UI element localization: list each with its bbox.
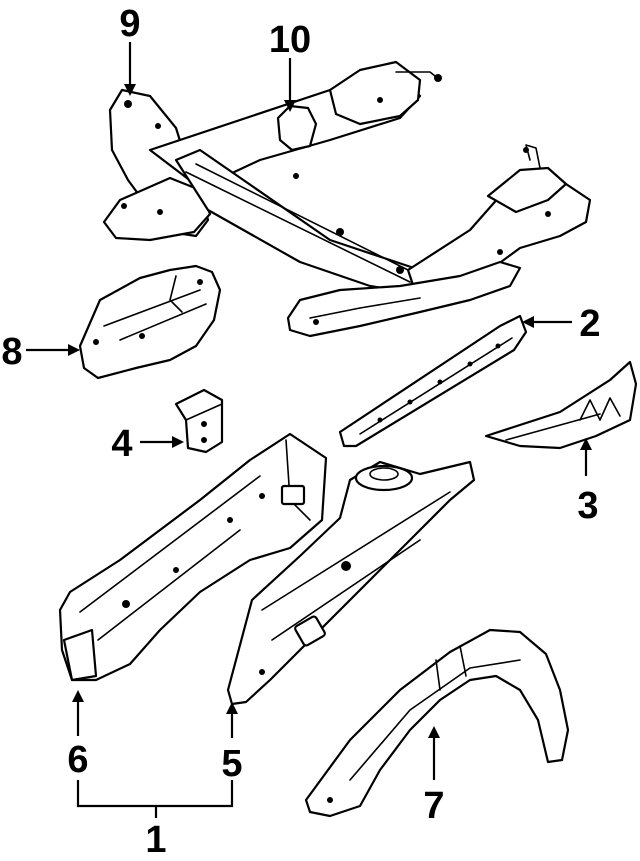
callout-9: 9	[119, 3, 140, 45]
part-3-extension	[484, 360, 638, 450]
callout-6: 6	[67, 739, 88, 781]
part-7-wheelhouse	[304, 628, 570, 818]
part-2-rail	[338, 314, 528, 448]
callout-10: 10	[269, 19, 311, 61]
part-6-side-member	[58, 432, 328, 682]
part-4-bracket	[174, 388, 224, 454]
callout-3: 3	[577, 485, 598, 527]
callout-7: 7	[423, 785, 444, 827]
callout-labels: 9 10 8 2 4 3 6 5 7 1	[1, 3, 600, 861]
callout-1: 1	[145, 819, 166, 861]
leader-lines	[26, 42, 592, 818]
callout-8: 8	[1, 331, 22, 373]
part-8-bracket	[78, 264, 222, 380]
callout-5: 5	[221, 743, 242, 785]
callout-4: 4	[111, 423, 132, 465]
part-5-rear-rail	[226, 460, 476, 706]
callout-2: 2	[579, 303, 600, 345]
part-crossmember-assembly	[102, 60, 592, 338]
